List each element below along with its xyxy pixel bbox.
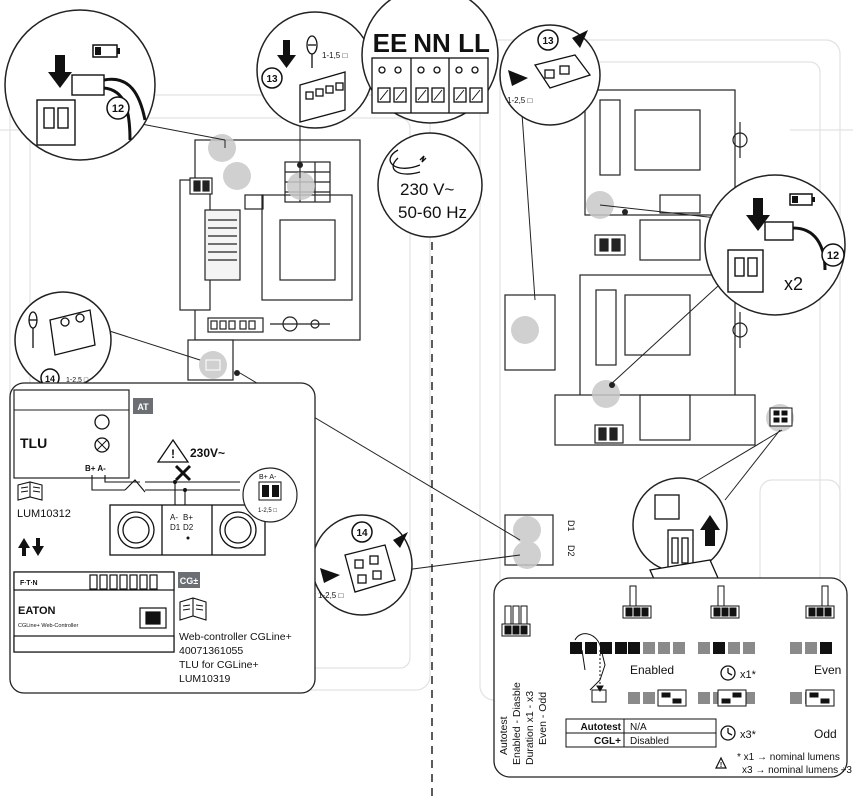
terminal-label-nn: NN — [413, 28, 451, 58]
clock-icon-2 — [720, 725, 736, 741]
d-connector: D1 D2 — [566, 520, 576, 557]
wire-gauge-large-center: 1-2,5 □ — [318, 591, 343, 600]
terminal-b-plus: B+ — [183, 513, 193, 522]
step-14-number-left: 14 — [45, 374, 55, 384]
step-12-number: 12 — [112, 103, 124, 115]
dip-label-enabled-disable: Enabled - Diasble — [511, 682, 523, 765]
table-value-disabled: Disabled — [630, 736, 669, 747]
frequency-label: 50-60 Hz — [398, 203, 467, 222]
doc-line-3: TLU for CGLine+ — [179, 659, 259, 671]
terminal-a-minus: A- — [170, 513, 178, 522]
arrow-down-icon — [746, 198, 770, 231]
battery-icon — [789, 193, 815, 206]
d1-label: D1 — [566, 520, 576, 532]
step-13-number-right: 13 — [542, 36, 554, 47]
label-x1: x1* — [740, 669, 757, 681]
warning-voltage: 230V~ — [190, 446, 225, 460]
doc-line-2: 40071361055 — [179, 645, 243, 657]
bus-terminal-callout-center: 14 1-2,5 □ — [311, 514, 413, 616]
badge-at: AT — [137, 402, 149, 412]
svg-text:!: ! — [171, 447, 175, 461]
ftn-logo: F∙T∙N — [20, 580, 38, 587]
terminal-d1: D1 — [170, 523, 181, 532]
mains-terminal-callout: EE NN LL — [361, 0, 499, 124]
controller-brand: EATON — [18, 605, 56, 617]
terminal-label-ll: LL — [458, 28, 490, 58]
doc-line-4: LUM10319 — [179, 673, 231, 685]
svg-text:!: ! — [720, 762, 722, 769]
right-terminal-callout: 13 1-2,5 □ — [499, 24, 601, 126]
web-controller-device — [13, 571, 175, 653]
hand-pressing-icon — [574, 633, 607, 703]
label-enabled: Enabled — [630, 663, 674, 677]
tlu-bus-pins: B+ A- — [85, 464, 106, 473]
bus-terminal-callout-left: 14 1-2,5 □ — [14, 291, 112, 389]
terminal-pins-small: B+ A- — [259, 474, 277, 481]
cross-icon — [174, 464, 192, 482]
wire-gauge-small: 1-1,5 □ — [322, 51, 347, 60]
arrow-up-icon — [700, 515, 720, 546]
terminal-d2: D2 — [183, 523, 194, 532]
highlight-markers-left — [199, 134, 315, 379]
terminal-block-callout: 1-1,5 □ 13 — [256, 11, 374, 129]
footnote-x1: * x1 → nominal lumens — [737, 752, 840, 763]
tlu-label: TLU — [20, 435, 47, 451]
label-x3: x3* — [740, 729, 757, 741]
dip-settings-panel: Autotest Enabled - Diasble Duration x1 -… — [493, 577, 852, 778]
wire-gauge-large-left: 1-2,5 □ — [66, 377, 89, 384]
left-device — [179, 139, 361, 381]
arrow-down-icon — [48, 55, 72, 88]
manual-book-icon-2 — [179, 597, 207, 621]
mains-voltage-callout: 230 V~ 50-60 Hz — [377, 132, 483, 238]
tlu-panel: TLU B+ A- AT LUM10312 ! 230V~ — [9, 382, 316, 694]
step-14-number-center: 14 — [356, 528, 368, 539]
table-value-na: N/A — [630, 722, 647, 733]
wire-gauge-large-top: 1-2,5 □ — [507, 96, 532, 105]
right-device-stack — [504, 89, 756, 566]
step-13-number-left: 13 — [266, 74, 278, 85]
setting-squares-row1 — [570, 642, 832, 654]
wire-gauge-tlu: 1-2,5 □ — [258, 508, 277, 514]
voltage-label: 230 V~ — [400, 180, 454, 199]
table-label-cgl: CGL+ — [594, 736, 621, 747]
dip-label-duration: Duration x1 - x3 — [524, 691, 536, 765]
battery-x2-callout: 12 x2 — [704, 174, 846, 316]
dip-label-even-odd: Even - Odd — [537, 692, 549, 745]
manual-book-icon — [17, 481, 43, 501]
warning-triangle-icon: ! — [156, 438, 190, 463]
battery-icon — [92, 44, 120, 58]
mode-table — [565, 718, 717, 748]
arrow-down-icon — [277, 40, 296, 68]
doc-line-1: Web-controller CGLine+ — [179, 631, 292, 643]
battery-multiplier: x2 — [784, 274, 803, 294]
dip-label-autotest: Autotest — [498, 716, 510, 755]
bidirectional-arrows-icon — [18, 538, 44, 556]
table-label-autotest: Autotest — [580, 722, 621, 733]
screwdriver-icon — [28, 311, 38, 348]
screwdriver-icon — [306, 35, 318, 68]
step-12-number-right: 12 — [827, 250, 839, 262]
d2-label: D2 — [566, 545, 576, 557]
controller-sub: CGLine+ Web-Controller — [18, 623, 78, 629]
label-even: Even — [814, 663, 841, 677]
battery-connector-callout: 12 — [4, 9, 156, 161]
clock-icon — [720, 665, 736, 681]
label-odd: Odd — [814, 727, 837, 741]
badge-cg: CG± — [180, 576, 199, 586]
dip-insertion-callout — [632, 477, 728, 589]
warning-triangle-icon-small: ! — [715, 756, 727, 769]
footnote-x3: x3 → nominal lumens ÷3 — [742, 765, 852, 776]
terminal-label-ee: EE — [373, 28, 408, 58]
manual-ref-lum10312: LUM10312 — [17, 508, 71, 520]
